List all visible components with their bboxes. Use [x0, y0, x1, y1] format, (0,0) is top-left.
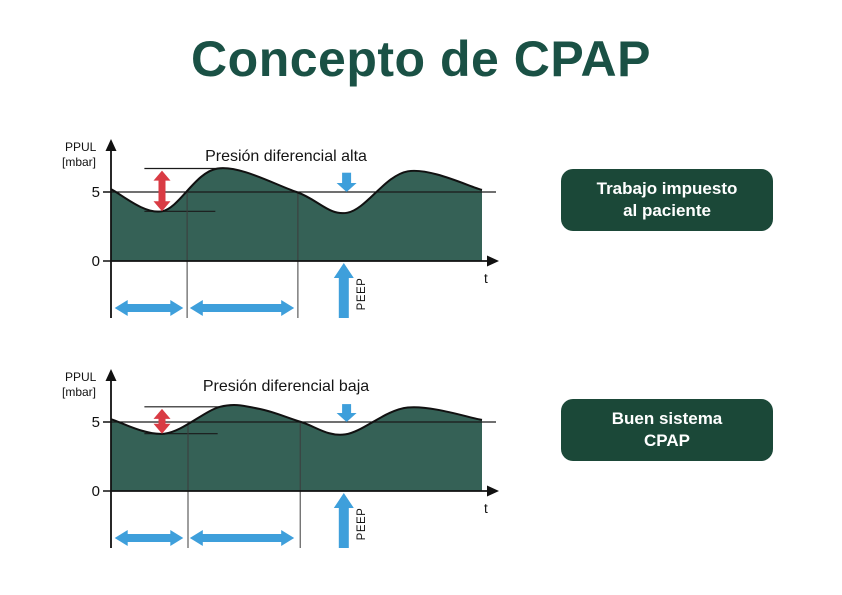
differential-arrow-head-up — [153, 408, 171, 419]
differential-arrow-shaft — [158, 417, 166, 425]
label-trabajo-impuesto: Trabajo impuesto al paciente — [561, 169, 773, 231]
chart-plot-area — [103, 369, 499, 548]
peep-arrow-head — [333, 493, 354, 508]
chart-presion-diferencial-baja: PPUL [mbar] 5 0 Presión diferencial baja… — [55, 360, 525, 570]
peep-arrow-head — [333, 263, 354, 278]
chart-plot-area — [103, 139, 499, 318]
breath-span-arrow-head-left — [114, 300, 128, 316]
y-tick-0: 0 — [92, 483, 100, 500]
peep-arrow-shaft — [338, 277, 349, 318]
breath-span-arrow-head-right — [170, 300, 184, 316]
peep-label: PEEP — [356, 278, 368, 311]
label-line: al paciente — [623, 201, 711, 220]
y-axis-label-line1: PPUL — [65, 140, 97, 154]
pressure-curve — [110, 167, 483, 215]
breath-span-arrow-head-left — [114, 530, 128, 546]
label-line: Trabajo impuesto — [596, 178, 738, 198]
y-axis-label-line2: [mbar] — [62, 155, 96, 169]
y-tick-0: 0 — [92, 253, 100, 270]
label-line: Buen sistema — [611, 408, 723, 428]
pressure-dip-arrow-shaft — [342, 172, 352, 183]
breath-span-arrow-shaft — [126, 534, 172, 542]
y-axis-arrowhead — [105, 139, 117, 151]
breath-span-arrow-head-right — [281, 530, 295, 546]
pressure-area — [111, 404, 482, 491]
breath-span-arrow-shaft — [126, 304, 172, 312]
pressure-dip-arrow-shaft — [342, 404, 352, 413]
chart-title: Presión diferencial alta — [205, 148, 367, 165]
label-line: CPAP — [644, 431, 690, 450]
peep-arrow-shaft — [338, 507, 349, 548]
differential-arrow-shaft — [158, 179, 166, 203]
breath-span-arrow-shaft — [201, 304, 283, 312]
breath-span-arrow-head-right — [281, 300, 295, 316]
peep-label: PEEP — [356, 508, 368, 541]
differential-arrow-head-up — [153, 170, 171, 181]
chart-title: Presión diferencial baja — [203, 378, 369, 395]
pressure-curve — [110, 404, 483, 436]
x-axis-arrowhead — [487, 255, 499, 267]
x-axis-label: t — [484, 501, 488, 516]
label-buen-sistema-cpap: Buen sistema CPAP — [561, 399, 773, 461]
pressure-dip-arrow-head — [336, 183, 357, 192]
x-axis-label: t — [484, 271, 488, 286]
breath-span-arrow-head-left — [189, 300, 203, 316]
page-title: Concepto de CPAP — [191, 31, 651, 87]
chart-presion-diferencial-alta: PPUL [mbar] 5 0 Presión diferencial alta… — [55, 130, 525, 340]
y-axis-label-line2: [mbar] — [62, 385, 96, 399]
y-tick-5: 5 — [92, 184, 100, 201]
breath-span-arrow-head-right — [170, 530, 184, 546]
differential-arrow-head-down — [153, 201, 171, 212]
y-axis-arrowhead — [105, 369, 117, 381]
differential-arrow-head-down — [153, 423, 171, 434]
breath-span-arrow-head-left — [189, 530, 203, 546]
x-axis-arrowhead — [487, 485, 499, 497]
y-tick-5: 5 — [92, 414, 100, 431]
pressure-dip-arrow-head — [336, 413, 357, 422]
pressure-area — [111, 168, 482, 261]
y-axis-label-line1: PPUL — [65, 370, 97, 384]
breath-span-arrow-shaft — [201, 534, 283, 542]
